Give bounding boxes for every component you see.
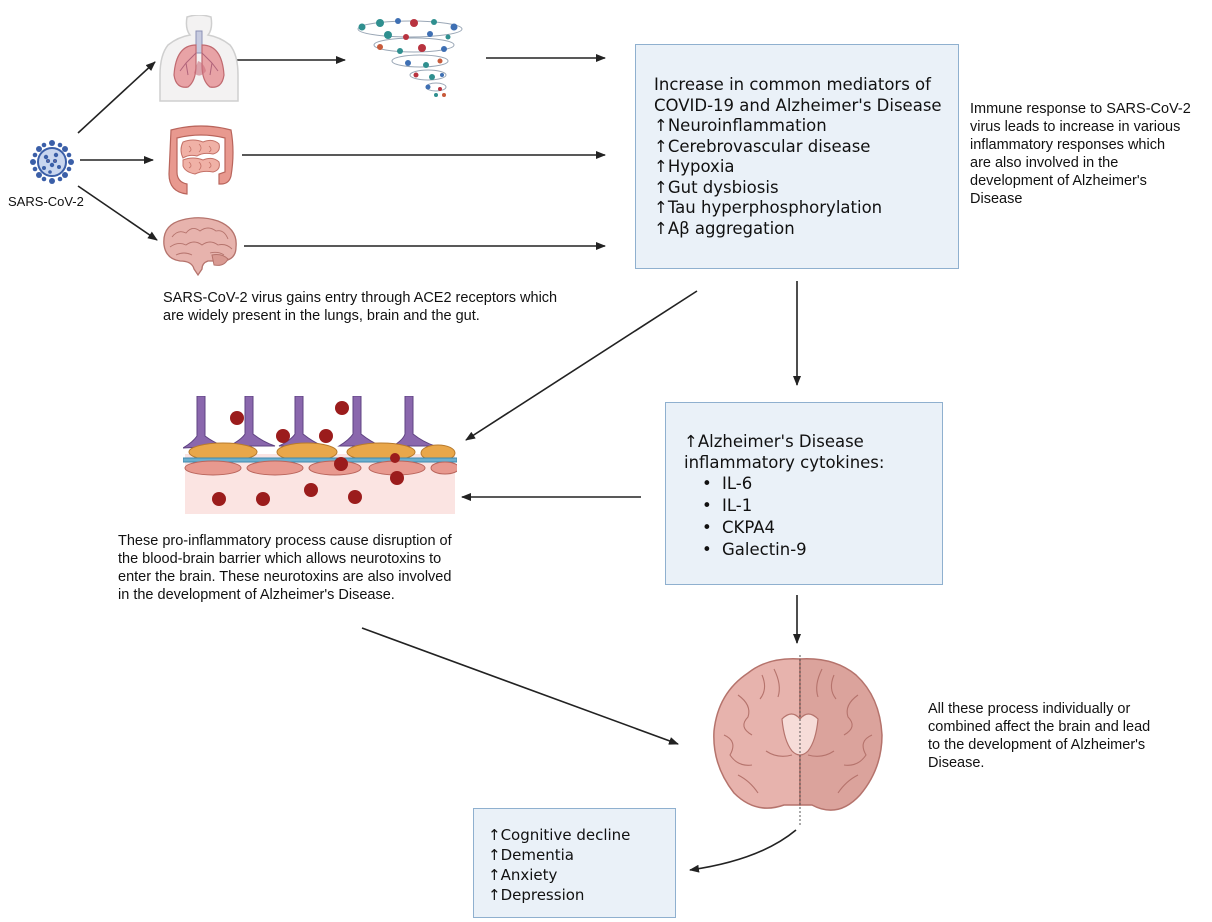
brain-caption-line: Disease. [928, 755, 985, 771]
brain-caption-line: All these process individually or [928, 701, 1131, 717]
bbb-caption-line: the blood-brain barrier which allows neu… [118, 551, 442, 567]
entry-caption: SARS-CoV-2 virus gains entry through ACE… [163, 289, 557, 325]
immune-caption-line: development of Alzheimer's [970, 173, 1147, 189]
outcome-item: ↑Dementia [488, 846, 574, 864]
immune-caption-line: Immune response to SARS-CoV-2 [970, 101, 1191, 117]
immune-caption: Immune response to SARS-CoV-2 virus lead… [970, 100, 1191, 208]
outcomes-content: ↑Cognitive decline ↑Dementia ↑Anxiety ↑D… [488, 825, 630, 905]
arrow-brain-to-outcomes [689, 829, 797, 873]
cytokines-content: ↑Alzheimer's Disease inflammatory cytoki… [684, 431, 884, 561]
brain-caption: All these process individually or combin… [928, 700, 1150, 772]
mediator-item: ↑Cerebrovascular disease [654, 136, 871, 156]
bbb-caption-line: These pro-inflammatory process cause dis… [118, 533, 452, 549]
gut-icon [168, 125, 234, 195]
virus-label: SARS-CoV-2 [8, 194, 84, 209]
immune-caption-line: are also involved in the [970, 155, 1119, 171]
sars-cov-2-virus-icon [30, 140, 74, 184]
entry-caption-line: SARS-CoV-2 virus gains entry through ACE… [163, 290, 558, 306]
cytokines-title: ↑Alzheimer's Disease [684, 432, 864, 451]
arrow-box-to-bbb [465, 290, 698, 441]
mediator-item: ↑Aβ aggregation [654, 218, 795, 238]
outcome-item: ↑Depression [488, 886, 585, 904]
mediator-item: ↑Tau hyperphosphorylation [654, 198, 883, 217]
brain-coronal-icon [713, 655, 883, 825]
blood-brain-barrier-icon [183, 396, 457, 514]
cytokine-storm-icon [357, 18, 463, 97]
mediator-item: ↑Hypoxia [654, 157, 735, 176]
mediator-item: ↑Gut dysbiosis [654, 177, 779, 197]
cytokines-title: inflammatory cytokines: [684, 453, 885, 472]
entry-caption-line: are widely present in the lungs, brain a… [163, 308, 480, 324]
cytokine-item: CKPA4 [702, 517, 884, 539]
cytokine-list: IL-6 IL-1 CKPA4 Galectin-9 [684, 473, 884, 561]
mediators-box: Increase in common mediators of COVID-19… [635, 44, 959, 269]
immune-caption-line: virus leads to increase in various [970, 119, 1181, 135]
outcome-item: ↑Cognitive decline [488, 826, 631, 844]
bbb-caption-line: in the development of Alzheimer's Diseas… [118, 587, 395, 603]
immune-caption-line: inflammatory responses which [970, 137, 1166, 153]
brain-caption-line: combined affect the brain and lead [928, 719, 1151, 735]
cytokines-box: ↑Alzheimer's Disease inflammatory cytoki… [665, 402, 943, 585]
lungs-icon [159, 15, 239, 102]
mediators-title: COVID-19 and Alzheimer's Disease [654, 95, 942, 115]
outcome-item: ↑Anxiety [488, 866, 558, 884]
arrow-virus-to-brain [77, 185, 158, 241]
mediators-content: Increase in common mediators of COVID-19… [654, 75, 942, 239]
mediators-title: Increase in common mediators of [654, 75, 931, 94]
brain-sagittal-icon [163, 217, 237, 277]
cytokine-item: IL-6 [702, 473, 884, 495]
arrow-virus-to-lungs [77, 61, 156, 134]
immune-caption-line: Disease [970, 191, 1023, 207]
bbb-caption-line: enter the brain. These neurotoxins are a… [118, 569, 452, 585]
cytokine-item: IL-1 [702, 495, 884, 517]
cytokine-item: Galectin-9 [702, 539, 884, 561]
arrow-bbb-to-brain [361, 627, 679, 745]
mediator-item: ↑Neuroinflammation [654, 116, 827, 135]
outcomes-box: ↑Cognitive decline ↑Dementia ↑Anxiety ↑D… [473, 808, 676, 918]
bbb-caption: These pro-inflammatory process cause dis… [118, 532, 452, 604]
brain-caption-line: to the development of Alzheimer's [928, 737, 1146, 753]
